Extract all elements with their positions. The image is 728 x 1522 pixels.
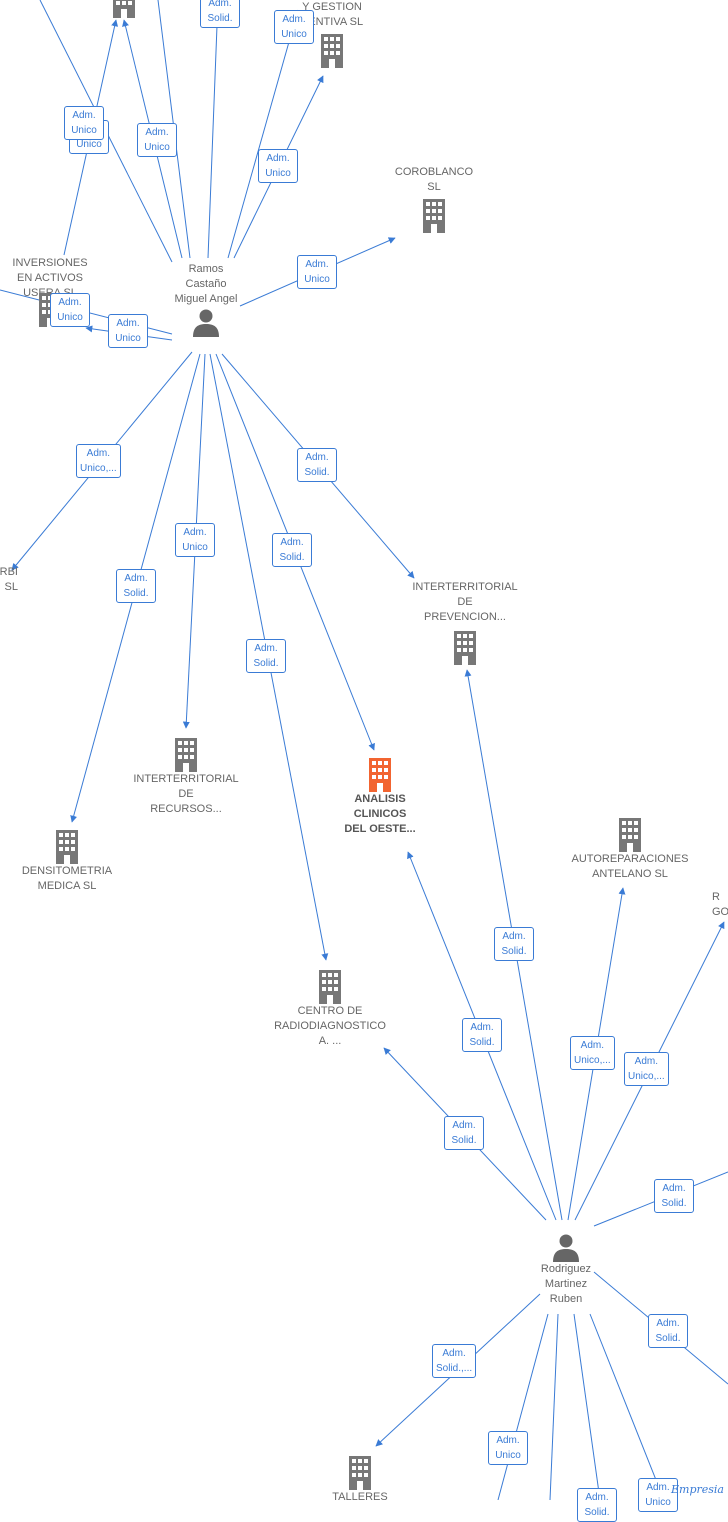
role-badge[interactable]: Adm. Unico,... <box>624 1052 669 1086</box>
edge <box>589 1313 665 1500</box>
edge <box>227 9 299 259</box>
building-icon <box>369 758 391 792</box>
building-icon <box>56 830 78 864</box>
role-badge[interactable]: Adm. Unico <box>258 149 298 183</box>
company-name: INTERTERRITORIAL DE PREVENCION... <box>412 581 518 623</box>
role-badge[interactable]: Adm. Unico,... <box>570 1036 615 1070</box>
edge <box>573 1313 601 1500</box>
company-node[interactable]: INTERTERRITORIAL DE RECURSOS... <box>130 738 242 817</box>
role-badge[interactable]: Adm. Unico <box>64 106 104 140</box>
role-badge[interactable]: Adm. Unico <box>50 293 90 327</box>
rodriguez-edges <box>375 669 728 1500</box>
role-badge[interactable]: Adm. Unico <box>488 1431 528 1465</box>
company-name: RBI SL <box>0 566 18 593</box>
company-node[interactable]: TALLERES <box>326 1456 394 1505</box>
person-node[interactable]: Ramos Castaño Miguel Angel <box>150 262 262 337</box>
building-icon <box>113 0 135 18</box>
role-badge[interactable]: Adm. Solid. <box>654 1179 694 1213</box>
role-badge[interactable]: Adm. Solid. <box>577 1488 617 1522</box>
building-icon <box>423 199 445 233</box>
building-icon <box>319 970 341 1004</box>
role-badge[interactable]: Adm. Solid. <box>200 0 240 28</box>
building-icon <box>349 1456 371 1490</box>
building-icon <box>321 34 343 68</box>
company-node[interactable]: COROBLANCO SL <box>382 165 486 233</box>
role-badge[interactable]: Adm. Solid. <box>648 1314 688 1348</box>
company-name: AUTOREPARACIONES ANTELANO SL <box>571 853 689 880</box>
main-company-node[interactable]: ANALISIS CLINICOS DEL OESTE... <box>332 758 428 837</box>
company-node[interactable]: CENTRO DE RADIODIAGNOSTICO A. ... <box>270 970 390 1049</box>
company-name: INTERTERRITORIAL DE RECURSOS... <box>133 773 239 815</box>
building-icon <box>619 818 641 852</box>
role-badge[interactable]: Adm. Unico,... <box>76 444 121 478</box>
company-node[interactable]: INTERTERRITORIAL DE PREVENCION... <box>410 580 520 665</box>
role-badge[interactable]: Adm. Unico <box>274 10 314 44</box>
company-node[interactable]: DENSITOMETRIA MEDICA SL <box>14 830 120 894</box>
role-badge[interactable]: Adm. Solid.,... <box>432 1344 477 1378</box>
company-name: ANALISIS CLINICOS DEL OESTE... <box>344 793 416 835</box>
edge <box>497 1313 549 1500</box>
role-badge[interactable]: Adm. Solid. <box>444 1116 484 1150</box>
person-name: Ramos Castaño Miguel Angel <box>174 263 238 305</box>
person-name: Rodriguez Martinez Ruben <box>540 1263 592 1305</box>
company-node[interactable]: INVERSIONES EN ACTIVOS USERA SL <box>0 256 100 327</box>
company-node[interactable]: R GO <box>712 890 728 920</box>
role-badge[interactable]: Adm. Solid. <box>246 639 286 673</box>
role-badge[interactable]: Adm. Solid. <box>297 448 337 482</box>
company-name: R GO <box>712 891 728 918</box>
company-name: TALLERES <box>332 1491 388 1503</box>
role-badge[interactable]: Adm. Solid. <box>462 1018 502 1052</box>
edge <box>207 0 219 259</box>
company-node[interactable]: RBI SL <box>0 565 18 595</box>
company-name: DENSITOMETRIA MEDICA SL <box>21 865 113 892</box>
role-badge[interactable]: Adm. Solid. <box>116 569 156 603</box>
building-icon <box>454 631 476 665</box>
person-icon <box>553 1234 579 1262</box>
role-badge[interactable]: Adm. Solid. <box>494 927 534 961</box>
company-node[interactable]: AUTOREPARACIONES ANTELANO SL <box>568 818 692 882</box>
company-name: COROBLANCO SL <box>394 166 474 193</box>
role-badge[interactable]: Adm. Unico <box>108 314 148 348</box>
role-badge[interactable]: Adm. Solid. <box>272 533 312 567</box>
role-badge[interactable]: Adm. Unico <box>297 255 337 289</box>
person-node[interactable]: Rodriguez Martinez Ruben <box>510 1232 622 1307</box>
company-node[interactable] <box>96 0 152 18</box>
role-badge[interactable]: Adm. Unico <box>175 523 215 557</box>
building-icon <box>175 738 197 772</box>
brand-watermark: Empresia <box>671 1483 724 1496</box>
company-name: CENTRO DE RADIODIAGNOSTICO A. ... <box>274 1005 386 1047</box>
role-badge[interactable]: Adm. Unico <box>137 123 177 157</box>
person-icon <box>193 309 219 337</box>
edge <box>549 1313 559 1500</box>
